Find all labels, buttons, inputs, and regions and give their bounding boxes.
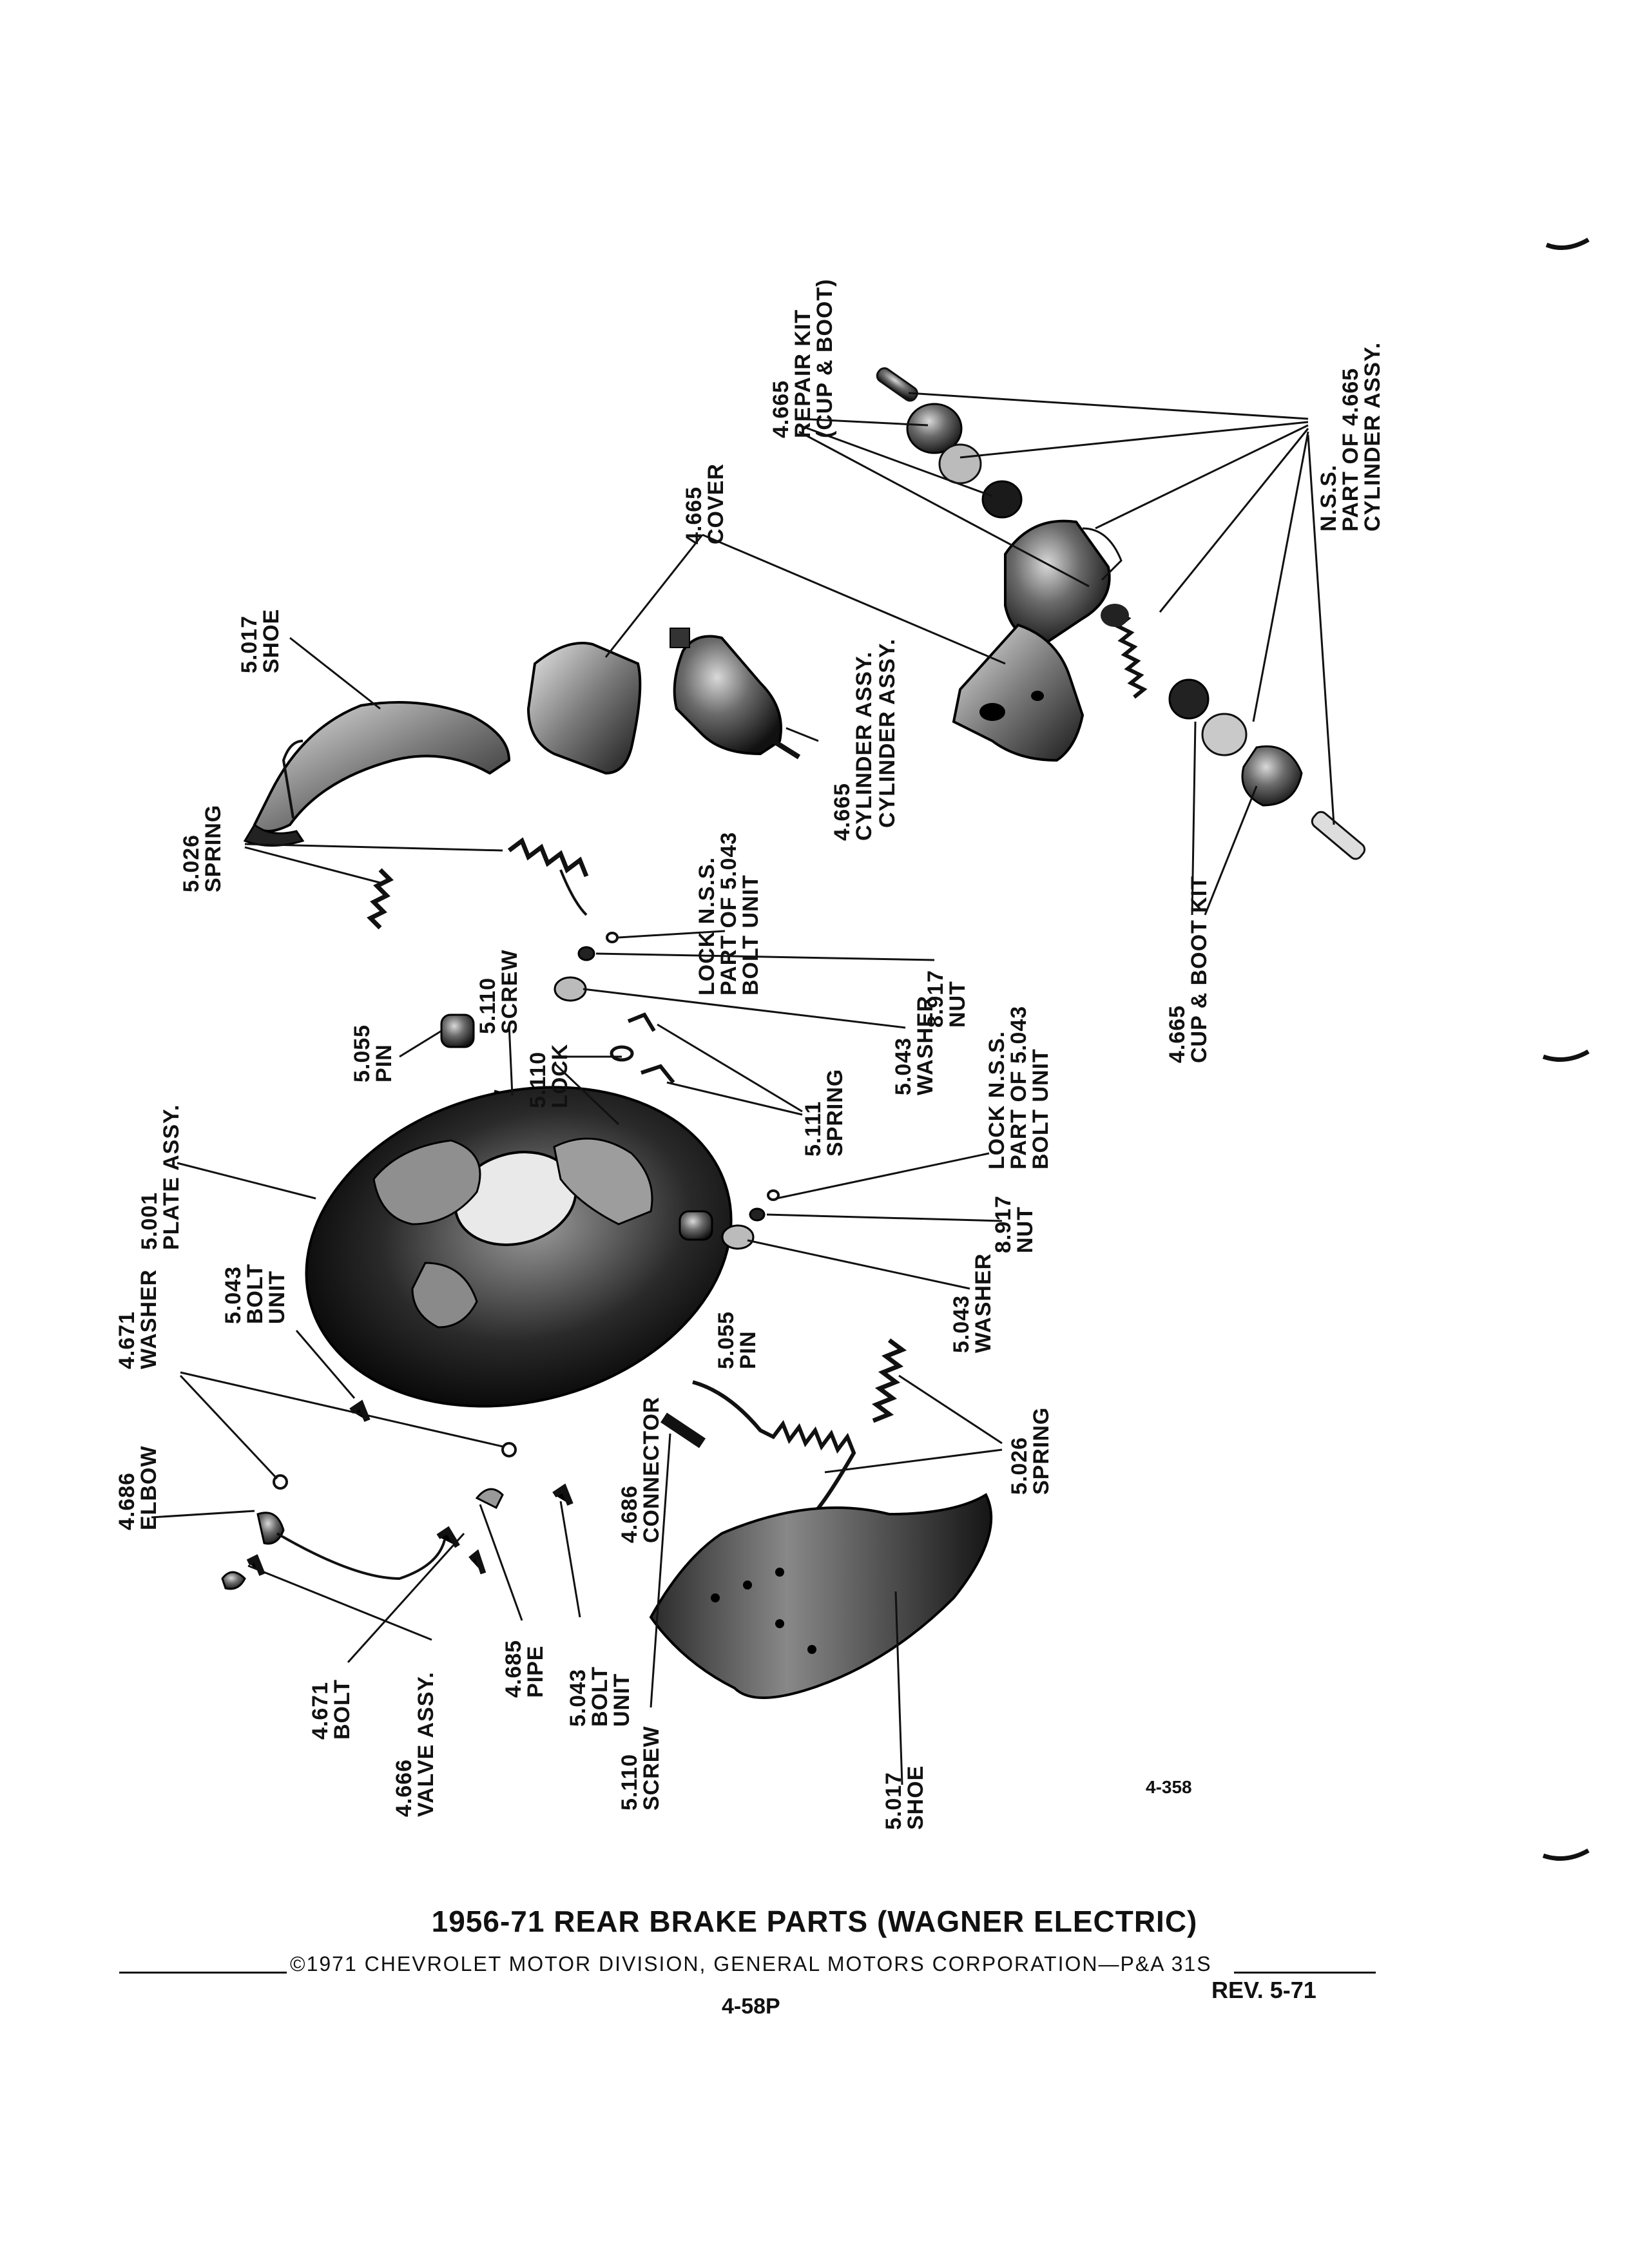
- margin-mark-2: [1542, 1049, 1590, 1062]
- label-screw-bottom: 5.110 SCREW: [617, 1725, 664, 1811]
- label-pin-mid: 5.055 PIN: [714, 1311, 760, 1369]
- label-cylinder-assy-b: 4.665 CYLINDER ASSY.: [830, 651, 876, 841]
- label-pipe: 4.685 PIPE: [501, 1639, 548, 1698]
- adjusting-screw-bottom: [660, 1412, 706, 1448]
- cup-top: [981, 480, 1023, 519]
- margin-mark-1: [1545, 237, 1590, 250]
- label-bolt-4671: 4.671 BOLT: [308, 1678, 354, 1740]
- cover-part: [526, 642, 642, 775]
- bleeder-pin-top: [876, 367, 918, 402]
- label-lock-nss-mid: LOCK N.S.S. PART OF 5.043 BOLT UNIT: [985, 1005, 1053, 1169]
- cylinder-assy-part: [670, 628, 801, 760]
- shoe-spring-bottom-b: [692, 1380, 856, 1523]
- label-valve-assy: 4.666 VALVE ASSY.: [392, 1671, 438, 1817]
- label-nss-cylinder: N.S.S. PART OF 4.665 CYLINDER ASSY.: [1316, 341, 1385, 532]
- margin-mark-3: [1542, 1848, 1590, 1861]
- bleeder-pin-bottom: [1311, 811, 1366, 860]
- label-plate-assy: 5.001 PLATE ASSY.: [137, 1104, 184, 1250]
- page-number: 4-58P: [722, 1994, 780, 2019]
- label-bolt-unit-bottom: 5.043 BOLT UNIT: [566, 1666, 634, 1727]
- label-cylinder-assy-a: CYLINDER ASSY.: [875, 638, 900, 828]
- label-spring-bottom: 5.026 SPRING: [1007, 1407, 1054, 1495]
- label-repair-kit: 4.665 REPAIR KIT (CUP & BOOT): [769, 278, 837, 438]
- label-cup-boot-kit: 4.665 CUP & BOOT KIT: [1165, 875, 1211, 1063]
- label-washer-mid: 5.043 WASHER: [949, 1253, 996, 1353]
- label-spring-top: 5.026 SPRING: [179, 804, 226, 892]
- label-washer-4671: 4.671 WASHER: [115, 1269, 161, 1369]
- label-nut-mid: 8.917 NUT: [991, 1195, 1037, 1253]
- wheel-cylinder-exploded: [876, 367, 1366, 860]
- leader-lines: [151, 392, 1335, 1785]
- shoe-spring-top-a: [507, 837, 589, 916]
- label-pin-top: 5.055 PIN: [350, 1024, 396, 1082]
- shoe-spring-bottom-a: [871, 1338, 907, 1423]
- rule-left: [119, 1972, 287, 1974]
- revision-label: REV. 5-71: [1211, 1977, 1316, 2003]
- copyright-line: ©1971 CHEVROLET MOTOR DIVISION, GENERAL …: [290, 1952, 1212, 1975]
- small-hardware-mid: [679, 1189, 780, 1250]
- label-lock-5110: 5.110 LOCK: [526, 1043, 572, 1108]
- cylinder-spring: [1101, 604, 1148, 699]
- cup-bottom: [1168, 678, 1210, 720]
- brake-shoe-top: [243, 701, 511, 847]
- boot-bottom: [1241, 745, 1303, 807]
- label-washer-top: 5.043 WASHER: [891, 995, 938, 1095]
- caption-title: 1956-71 REAR BRAKE PARTS (WAGNER ELECTRI…: [431, 1905, 1198, 1938]
- boot-top: [906, 403, 963, 454]
- label-bolt-unit-left: 5.043 BOLT UNIT: [221, 1263, 289, 1324]
- label-shoe-bottom: 5.017 SHOE: [882, 1765, 928, 1830]
- label-connector: 4.686 CONNECTOR: [617, 1396, 664, 1544]
- label-screw-top: 5.110 SCREW: [476, 949, 522, 1034]
- cylinder-bracket-part: [952, 623, 1084, 762]
- label-lock-nss-top: LOCK N.S.S. PART OF 5.043 BOLT UNIT: [695, 831, 763, 995]
- backing-plate: [305, 1086, 733, 1408]
- label-shoe-top: 5.017 SHOE: [237, 608, 284, 673]
- shoe-spring-top-b: [367, 868, 394, 930]
- brake-shoe-bottom: [649, 1493, 993, 1699]
- label-cover: 4.665 COVER: [682, 463, 728, 544]
- piston-top: [938, 443, 982, 485]
- label-spring-5111: 5.111 SPRING: [801, 1068, 847, 1157]
- piston-bottom: [1201, 713, 1248, 756]
- figure-number: 4-358: [1146, 1777, 1192, 1797]
- label-elbow: 4.686 ELBOW: [115, 1445, 161, 1530]
- rule-right: [1234, 1972, 1376, 1974]
- small-hardware-lower-left: [221, 1399, 574, 1590]
